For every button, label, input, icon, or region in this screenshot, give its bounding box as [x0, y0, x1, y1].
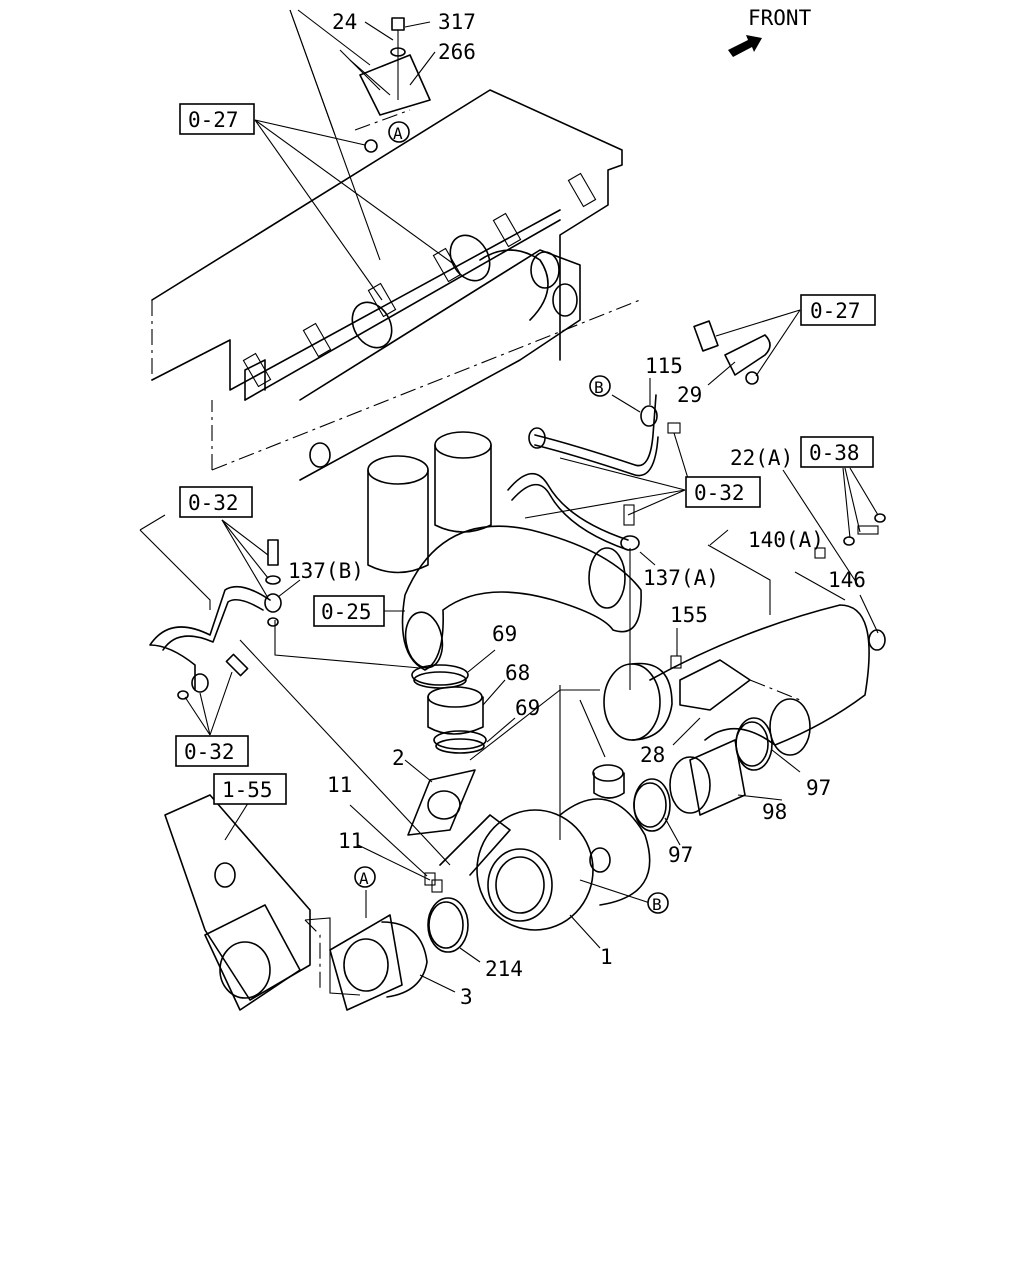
callout-140a: 140(A): [748, 528, 824, 552]
marker-b-bottom-label: B: [652, 895, 662, 914]
callout-22a: 22(A): [730, 446, 793, 470]
exhaust-manifold: [299, 234, 581, 481]
callout-28: 28: [640, 743, 665, 767]
marker-b-top-label: B: [594, 378, 604, 397]
leaders-top: [254, 21, 456, 301]
callout-69-bottom: 69: [515, 696, 540, 720]
front-label: FRONT: [748, 6, 812, 30]
intake-elbow: [401, 525, 642, 671]
ref-0-38: 0-38: [809, 441, 860, 465]
ref-box-1-55: [213, 773, 287, 805]
intake-hose: [411, 649, 516, 754]
callout-98: 98: [762, 800, 787, 824]
ref-0-32-bottom: 0-32: [184, 740, 235, 764]
marker-a-bottom-label: A: [359, 869, 369, 888]
outlet-bracket: [603, 628, 751, 746]
callout-24: 24: [332, 10, 357, 34]
ref-box-0-27-top: [179, 103, 255, 135]
outlet-flange: [304, 804, 481, 1011]
ref-box-0-32-left: [179, 486, 253, 518]
marker-b-top: [589, 375, 611, 397]
ref-0-32-mid: 0-32: [694, 481, 745, 505]
callout-137a: 137(A): [643, 566, 719, 590]
right-bracket: [693, 309, 801, 386]
ref-box-0-32-mid: [685, 476, 761, 508]
marker-a-top-label: A: [393, 124, 403, 143]
ref-0-27-right: 0-27: [810, 299, 861, 323]
oil-filters: [367, 431, 492, 574]
callout-69-top: 69: [492, 622, 517, 646]
callout-146: 146: [828, 568, 866, 592]
ref-box-0-38: [800, 436, 874, 468]
callout-97-left: 97: [668, 843, 693, 867]
marker-a-top: [388, 121, 410, 143]
callout-11-bottom: 11: [338, 829, 363, 853]
exhaust-valve-assembly: [164, 794, 321, 1011]
callout-29: 29: [677, 383, 702, 407]
front-arrow-icon: [728, 35, 762, 57]
ref-box-0-27-right: [800, 294, 876, 326]
ref-1-55: 1-55: [222, 778, 273, 802]
compressor-hose: [633, 717, 801, 846]
callout-2: 2: [392, 746, 405, 770]
left-oil-pipe: [139, 514, 421, 736]
callout-115: 115: [645, 354, 683, 378]
ref-0-27-top: 0-27: [188, 108, 239, 132]
callout-3: 3: [460, 985, 473, 1009]
top-bracket: [289, 9, 431, 261]
gasket: [239, 639, 476, 866]
callout-68: 68: [505, 661, 530, 685]
callout-137b: 137(B): [288, 559, 364, 583]
marker-a-bottom: [354, 866, 376, 888]
engine-block: [151, 89, 641, 471]
turbocharger: [439, 548, 651, 949]
callout-317: 317: [438, 10, 476, 34]
oil-feed-pipe: [528, 378, 691, 486]
intake-pipe: [649, 467, 886, 756]
marker-b-bottom: [647, 892, 669, 914]
ref-0-25: 0-25: [321, 600, 372, 624]
callout-97-right: 97: [806, 776, 831, 800]
callout-11-top: 11: [327, 773, 352, 797]
callout-266: 266: [438, 40, 476, 64]
ref-0-32-left: 0-32: [188, 491, 239, 515]
ref-box-0-32-bottom: [175, 735, 249, 767]
oil-return-pipe: [507, 457, 686, 566]
callout-1: 1: [600, 945, 613, 969]
callout-155: 155: [670, 603, 708, 627]
callout-214: 214: [485, 957, 523, 981]
